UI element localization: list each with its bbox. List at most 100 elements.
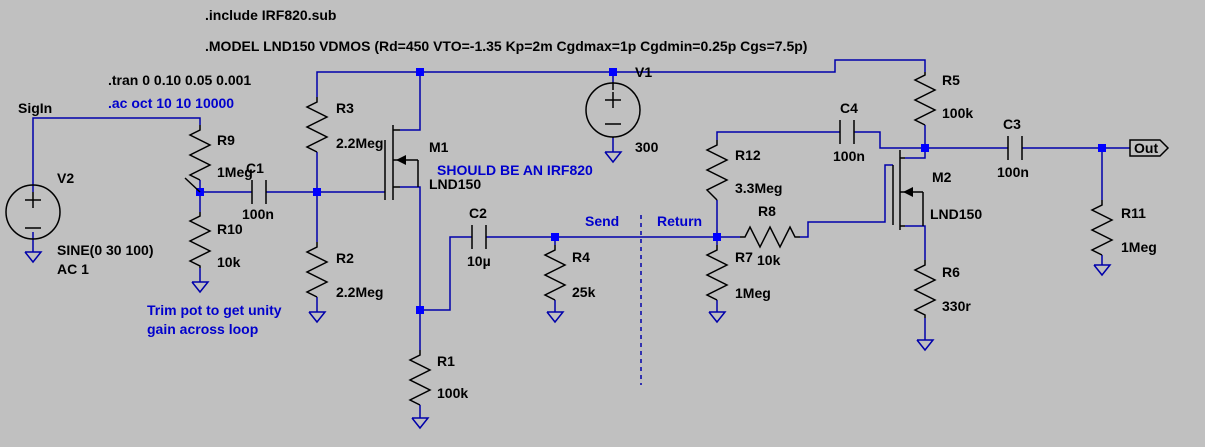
ac-directive[interactable]: .ac oct 10 10 10000 [108,95,234,111]
resistor-r1[interactable] [408,350,432,406]
v2-value2[interactable]: AC 1 [57,261,89,277]
r3-name[interactable]: R3 [336,100,354,116]
model-directive[interactable]: .MODEL LND150 VDMOS (Rd=450 VTO=-1.35 Kp… [205,38,807,54]
m2-name[interactable]: M2 [932,169,952,185]
ground-r10 [191,281,210,294]
resistor-r9[interactable] [188,125,212,181]
r12-name[interactable]: R12 [735,147,761,163]
r8-name[interactable]: R8 [758,203,776,219]
wire-r12-c4 [716,131,840,140]
ground-r11 [1093,264,1112,277]
r9-wiper-arrow [184,177,201,193]
r2-value[interactable]: 2.2Meg [336,284,383,300]
wire-sigin [32,117,201,192]
c1-name[interactable]: C1 [246,160,264,176]
out-port-flag[interactable] [1129,139,1170,157]
capacitor-c2[interactable] [471,225,487,249]
r6-value[interactable]: 330r [942,298,971,314]
trim-note-line2[interactable]: gain across loop [147,321,258,337]
resistor-r2[interactable] [305,242,329,298]
resistor-r5[interactable] [913,72,937,126]
node-hv-m1[interactable] [416,68,424,76]
c4-value[interactable]: 100n [833,148,865,164]
r9-value[interactable]: 1Meg [217,164,253,180]
r4-value[interactable]: 25k [572,284,596,300]
resistor-r4[interactable] [543,245,567,301]
wire-m1-drain [400,72,421,131]
v2-value[interactable]: SINE(0 30 100) [57,242,154,258]
r4-name[interactable]: R4 [572,249,590,265]
ground-r6 [916,339,935,352]
node-out[interactable] [1098,144,1106,152]
ground-r7 [708,311,727,324]
v2-name[interactable]: V2 [57,170,74,186]
sigin-net-label[interactable]: SigIn [18,100,52,116]
r5-name[interactable]: R5 [942,72,960,88]
r12-value[interactable]: 3.3Meg [735,180,782,196]
resistor-r12[interactable] [705,140,729,201]
r11-name[interactable]: R11 [1121,205,1146,221]
tran-directive[interactable]: .tran 0 0.10 0.05 0.001 [108,72,251,88]
c4-name[interactable]: C4 [840,100,858,116]
resistor-r6[interactable] [913,260,937,318]
trim-note-line1[interactable]: Trim pot to get unity [147,302,282,318]
wire-hv-rail [316,59,926,97]
voltage-source-v1[interactable] [585,82,641,138]
r1-name[interactable]: R1 [437,353,455,369]
r10-value[interactable]: 10k [217,254,241,270]
r10-name[interactable]: R10 [217,221,243,237]
r7-name[interactable]: R7 [735,249,753,265]
c2-value[interactable]: 10µ [467,253,491,269]
voltage-source-v2[interactable] [5,184,61,240]
r9-name[interactable]: R9 [217,132,235,148]
wires [32,59,1130,418]
mosfet-m1[interactable] [384,125,419,200]
ground-v2 [24,251,43,264]
v1-name[interactable]: V1 [635,64,652,80]
v1-value[interactable]: 300 [635,139,659,155]
wire-r8-gate2 [800,164,893,238]
wire-c4-drain [854,131,925,149]
mosfet-m2[interactable] [892,150,924,230]
r8-value[interactable]: 10k [757,252,781,268]
wire-m2-source [905,225,926,260]
wire-source-c2 [420,236,472,311]
send-net-label[interactable]: Send [585,213,619,229]
capacitor-c3[interactable] [1007,136,1023,160]
capacitor-c4[interactable] [839,120,855,144]
include-directive[interactable]: .include IRF820.sub [205,7,336,23]
r6-name[interactable]: R6 [942,264,960,280]
c3-name[interactable]: C3 [1003,116,1021,132]
node-send[interactable] [551,233,559,241]
c2-name[interactable]: C2 [469,205,487,221]
r1-value[interactable]: 100k [437,385,468,401]
m1-name[interactable]: M1 [429,139,449,155]
r11-value[interactable]: 1Meg [1121,239,1157,255]
r3-value[interactable]: 2.2Meg [336,135,383,151]
r7-value[interactable]: 1Meg [735,285,771,301]
resistor-r11[interactable] [1090,200,1114,256]
c1-value[interactable]: 100n [242,206,274,222]
c3-value[interactable]: 100n [997,164,1029,180]
r2-name[interactable]: R2 [336,250,354,266]
node-return[interactable] [713,233,721,241]
node-m2-drain[interactable] [921,144,929,152]
ground-v1 [604,151,623,164]
node-m1-source[interactable] [416,306,424,314]
capacitor-c1[interactable] [251,180,267,204]
m1-value[interactable]: LND150 [429,176,481,192]
resistor-r7[interactable] [705,245,729,301]
m2-value[interactable]: LND150 [930,206,982,222]
r5-value[interactable]: 100k [942,105,973,121]
irf820-note[interactable]: SHOULD BE AN IRF820 [437,162,593,178]
resistor-r10[interactable] [188,212,212,268]
capacitors [251,120,1023,249]
node-m1-gate[interactable] [313,188,321,196]
return-net-label[interactable]: Return [657,213,702,229]
node-v1[interactable] [609,68,617,76]
out-port-label: Out [1134,140,1158,156]
resistor-r3[interactable] [305,97,329,153]
resistor-r8[interactable] [740,225,800,249]
